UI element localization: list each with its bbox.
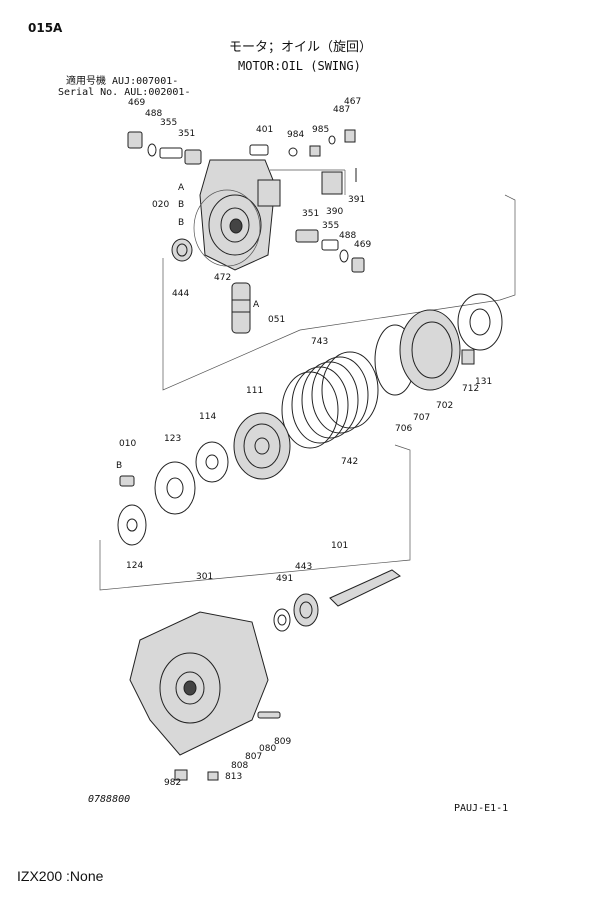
part-label-390: 390 [326, 207, 344, 217]
brake-piston [374, 309, 461, 396]
top-right-fittings [288, 129, 357, 195]
part-label-124: 124 [126, 561, 144, 571]
part-label-111: 111 [246, 386, 264, 396]
part-label-982: 982 [164, 778, 182, 788]
plate-131 [457, 293, 503, 365]
part-label-B1: B [178, 200, 185, 210]
part-label-123: 123 [164, 434, 182, 444]
model-caption: IZX200 :None [17, 868, 104, 884]
housing-301 [129, 611, 269, 756]
title-english: MOTOR:OIL (SWING) [238, 59, 361, 73]
part-label-469a: 469 [128, 98, 146, 108]
part-label-B3: B [116, 461, 123, 471]
part-label-391: 391 [348, 195, 366, 205]
part-label-491: 491 [276, 574, 294, 584]
leader-frame-upper [162, 194, 516, 391]
part-label-301: 301 [196, 572, 214, 582]
serial-label-2: Serial No. [58, 87, 119, 98]
shaft-051 [231, 282, 251, 334]
motor-cover-block [193, 144, 281, 271]
shaft-101 [329, 569, 401, 607]
part-label-101: 101 [331, 541, 349, 551]
part-label-702: 702 [436, 401, 454, 411]
part-label-807: 807 [245, 752, 263, 762]
part-label-355a: 355 [160, 118, 178, 128]
plug-469-set [127, 131, 202, 165]
part-label-472: 472 [214, 273, 232, 283]
page-code: 015A [28, 21, 63, 35]
part-label-444: 444 [172, 289, 190, 299]
serial-value-1: AUJ:007001- [112, 76, 179, 87]
serial-value-2: AUL:002001- [124, 87, 191, 98]
part-label-707: 707 [413, 413, 431, 423]
part-label-401: 401 [256, 125, 274, 135]
part-label-A1: A [178, 183, 185, 193]
gear-111 [233, 412, 291, 480]
part-label-712: 712 [462, 384, 480, 394]
plug-469-set-right [295, 229, 365, 273]
part-label-443: 443 [295, 562, 313, 572]
part-label-080: 080 [259, 744, 277, 754]
friction-plates [281, 351, 379, 449]
cylinder-block-123 [154, 461, 196, 515]
part-label-813: 813 [225, 772, 243, 782]
part-label-051: 051 [268, 315, 286, 325]
bearing-444 [171, 238, 193, 262]
pin-010 [119, 475, 135, 487]
part-label-A2: A [253, 300, 260, 310]
serial-row-2: Serial No. AUL:002001- [58, 88, 190, 98]
reference-code: PAUJ-E1-1 [454, 803, 509, 814]
seal-491 [273, 608, 291, 632]
part-label-985: 985 [312, 125, 330, 135]
leader-frame-middle [99, 444, 411, 591]
part-label-B2: B [178, 218, 185, 228]
plate-124 [117, 504, 147, 546]
part-label-469b: 469 [354, 240, 372, 250]
part-label-488b: 488 [339, 231, 357, 241]
part-label-351b: 351 [302, 209, 320, 219]
part-label-355b: 355 [322, 221, 340, 231]
part-label-351a: 351 [178, 129, 196, 139]
pin-807 [257, 711, 281, 719]
part-label-114: 114 [199, 412, 217, 422]
drawing-code: 0788800 [88, 794, 131, 805]
part-label-743: 743 [311, 337, 329, 347]
part-label-808: 808 [231, 761, 249, 771]
plug-813 [207, 771, 219, 781]
part-label-706: 706 [395, 424, 413, 434]
part-label-020: 020 [152, 200, 170, 210]
part-label-809: 809 [274, 737, 292, 747]
bearing-443 [293, 593, 319, 627]
rotor-114 [195, 441, 229, 483]
part-label-487: 487 [333, 105, 351, 115]
part-label-984: 984 [287, 130, 305, 140]
part-label-131: 131 [475, 377, 493, 387]
part-label-010: 010 [119, 439, 137, 449]
part-label-742: 742 [341, 457, 359, 467]
serial-row-1: 適用号機 AUJ:007001- [66, 77, 178, 87]
title-japanese: モータ；オイル（旋回） [229, 40, 373, 55]
serial-label-1: 適用号機 [66, 76, 106, 87]
plug-982 [174, 769, 188, 781]
part-label-467: 467 [344, 97, 362, 107]
part-label-488a: 488 [145, 109, 163, 119]
